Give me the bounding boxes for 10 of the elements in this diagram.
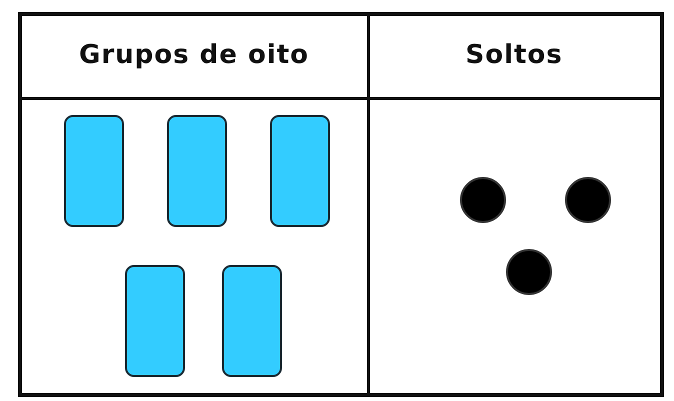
single-dot (506, 249, 552, 295)
column-header: Soltos (466, 40, 563, 70)
group-block (222, 265, 282, 377)
single-dot (460, 177, 506, 223)
group-block (125, 265, 185, 377)
group-block (64, 115, 124, 227)
single-dot (565, 177, 611, 223)
group-block (167, 115, 227, 227)
column-header: Grupos de oito (79, 40, 310, 70)
group-block (270, 115, 330, 227)
